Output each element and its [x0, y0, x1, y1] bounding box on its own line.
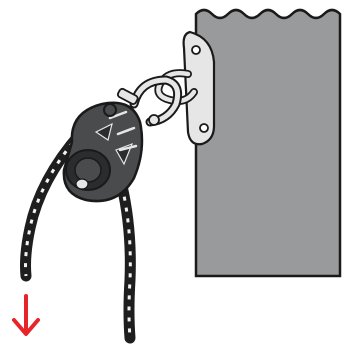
screw-bottom	[200, 124, 208, 132]
axle	[76, 179, 88, 189]
down-arrow-icon	[14, 296, 38, 334]
rope-right	[122, 186, 130, 338]
pulley-block	[64, 103, 142, 201]
screw-top	[192, 46, 200, 54]
wall-panel	[196, 10, 340, 276]
